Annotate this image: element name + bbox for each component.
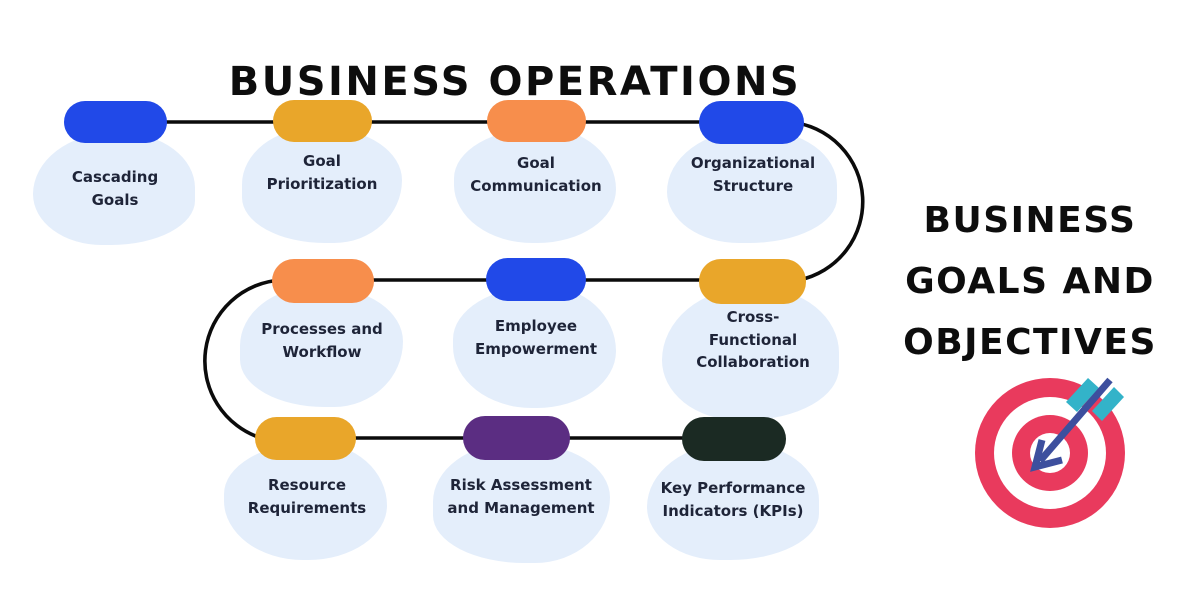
node-pill xyxy=(699,259,806,304)
node-pill xyxy=(273,100,372,142)
dart-arrow-icon xyxy=(1030,377,1124,472)
node-label: Organizational Structure xyxy=(690,154,816,195)
arrow-shaft xyxy=(1037,377,1113,464)
dartboard-target-icon xyxy=(975,377,1125,528)
node-pill xyxy=(699,101,804,144)
node-background-blob xyxy=(667,130,837,243)
node-background-blob xyxy=(240,287,403,407)
node-background-blob xyxy=(454,128,616,243)
node-pill xyxy=(463,416,570,460)
right-title-line: OBJECTIVES xyxy=(903,322,1157,363)
node-label: Risk Assessment and Management xyxy=(447,476,595,517)
right-title: BUSINESS GOALS AND OBJECTIVES xyxy=(862,190,1198,373)
node-background-blob xyxy=(647,443,819,560)
page-title: BUSINESS OPERATIONS xyxy=(228,58,802,105)
node-label: Key Performance Indicators (KPIs) xyxy=(660,479,806,520)
arrow-head xyxy=(1030,439,1063,472)
right-title-line: GOALS AND xyxy=(905,261,1155,302)
node-background-blob xyxy=(433,443,610,563)
node-label: Processes and Workflow xyxy=(261,320,383,361)
arrow-fletching xyxy=(1092,387,1124,421)
node-background-blob xyxy=(453,286,616,408)
node-pill xyxy=(255,417,356,460)
right-title-line: BUSINESS xyxy=(923,200,1137,241)
node-label: Cross-Functional Collaboration xyxy=(696,308,810,371)
node-background-blob xyxy=(224,443,387,560)
node-label: Goal Communication xyxy=(470,154,602,195)
node-background-blob xyxy=(662,288,839,420)
node-pill xyxy=(64,101,167,143)
node-label: Employee Empowerment xyxy=(475,317,597,358)
node-pill xyxy=(682,417,786,461)
node-background-blob xyxy=(33,133,195,245)
node-background-blob xyxy=(242,128,402,243)
node-pill xyxy=(487,100,586,142)
arrow-fletching xyxy=(1066,378,1099,412)
node-label: Goal Prioritization xyxy=(266,152,378,193)
node-pill xyxy=(272,259,374,303)
node-label: Resource Requirements xyxy=(247,476,367,517)
node-pill xyxy=(486,258,586,301)
node-label: Cascading Goals xyxy=(71,168,159,209)
